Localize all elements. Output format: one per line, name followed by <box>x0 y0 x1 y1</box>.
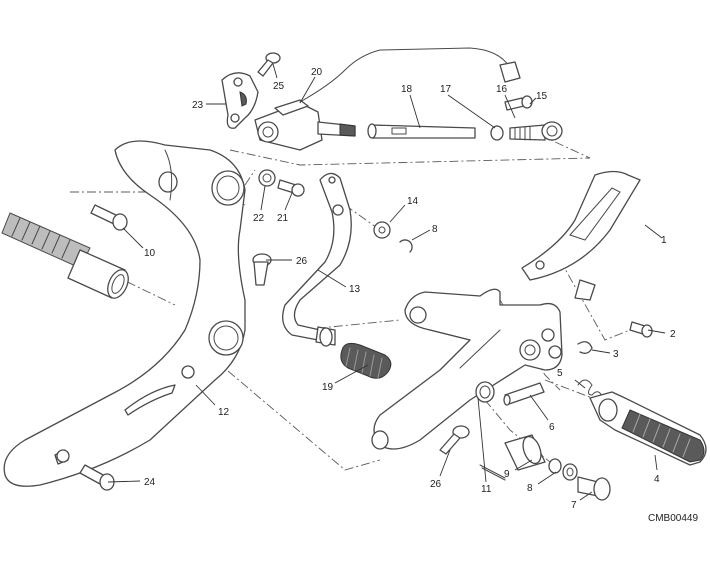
callout-6: 6 <box>549 422 555 433</box>
nut-part-17 <box>490 125 504 141</box>
footpeg-part-4 <box>589 391 707 466</box>
clip-part-3 <box>577 341 593 354</box>
callout-7: 7 <box>571 500 577 511</box>
bolt-part-15 <box>504 95 533 111</box>
callout-19: 19 <box>322 382 334 393</box>
drawing-code: CMB00449 <box>648 513 698 524</box>
heel-guard-part-1 <box>521 170 641 301</box>
callout-25: 25 <box>273 81 285 92</box>
callout-5: 5 <box>557 368 563 379</box>
callout-10: 10 <box>144 248 156 259</box>
bolt-part-26-lower <box>439 425 470 455</box>
bolt-part-26-upper <box>252 253 272 286</box>
leader-lines <box>107 63 666 501</box>
callout-20: 20 <box>311 67 323 78</box>
callout-3: 3 <box>613 349 619 360</box>
callout-4: 4 <box>654 474 660 485</box>
spring-part-11 <box>479 464 506 481</box>
callout-2: 2 <box>670 329 676 340</box>
pushrod-part-18 <box>367 123 476 139</box>
callout-1: 1 <box>661 235 667 246</box>
bolt-part-21 <box>277 179 305 197</box>
screw-part-25 <box>257 52 281 77</box>
callout-26-upper: 26 <box>296 256 308 267</box>
circlip-part-8-upper <box>399 239 413 253</box>
master-cylinder-part-20 <box>254 47 521 151</box>
callout-8-lower: 8 <box>527 483 533 494</box>
callout-24: 24 <box>144 477 156 488</box>
bolt-part-7 <box>577 476 611 501</box>
callout-9: 9 <box>504 469 510 480</box>
washer-part-22 <box>258 169 276 187</box>
rod-end-part-16 <box>509 121 563 141</box>
main-bracket-part-12 <box>3 140 246 487</box>
washer-part-14 <box>373 221 391 239</box>
callout-12: 12 <box>218 407 230 418</box>
callout-26-lower: 26 <box>430 479 442 490</box>
spring-part-5 <box>577 379 603 397</box>
bolt-part-24 <box>79 464 115 491</box>
screw-part-2 <box>629 321 653 338</box>
bracket-part-23 <box>221 72 259 129</box>
pedal-rubber-part-19 <box>340 342 392 379</box>
shaft-left <box>1 212 129 299</box>
bolt-part-10 <box>90 204 128 231</box>
footpeg-bracket-assembly <box>371 288 563 450</box>
brake-pedal-part-13 <box>282 172 352 347</box>
bushing-part-9 <box>504 434 546 471</box>
callout-13: 13 <box>349 284 361 295</box>
callout-16: 16 <box>496 84 508 95</box>
callout-18: 18 <box>401 84 413 95</box>
callout-22: 22 <box>253 213 265 224</box>
callout-numbers: 1 2 3 4 5 6 7 8 8 9 10 11 12 13 14 15 16… <box>144 67 676 511</box>
callout-21: 21 <box>277 213 289 224</box>
callout-23: 23 <box>192 100 204 111</box>
pin-part-6 <box>503 382 545 406</box>
callout-8-upper: 8 <box>432 224 438 235</box>
callout-14: 14 <box>407 196 419 207</box>
callout-15: 15 <box>536 91 548 102</box>
callout-17: 17 <box>440 84 452 95</box>
callout-11: 11 <box>481 484 492 495</box>
washer-part-8-lower <box>548 458 578 481</box>
